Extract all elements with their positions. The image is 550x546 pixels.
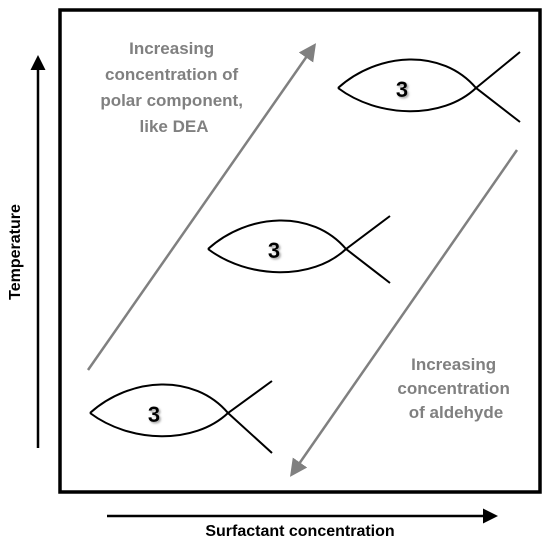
annotation-down-line: of aldehyde	[409, 403, 503, 422]
arrow-increasing-aldehyde	[290, 149, 519, 477]
annotation-up-line: like DEA	[140, 117, 209, 136]
fish-phase-label: 3	[268, 238, 280, 263]
fish-lower-curve	[337, 86, 521, 123]
fish-diagram-low: 3	[89, 380, 273, 454]
annotation-up-line: Increasing	[129, 39, 214, 58]
fish-lower-curve	[89, 411, 273, 454]
annotation-down-line: Increasing	[411, 355, 496, 374]
arrow-increasing-polar-component	[86, 43, 317, 371]
annotation-aldehyde: Increasing concentration of aldehyde	[397, 355, 514, 422]
annotation-up-line: concentration of	[105, 65, 239, 84]
fish-phase-label: 3	[396, 77, 408, 102]
annotation-down-line: concentration	[397, 379, 509, 398]
x-axis-label: Surfactant concentration	[205, 523, 394, 540]
annotation-up-line: polar component,	[100, 91, 243, 110]
fish-upper-curve	[337, 51, 521, 90]
fish-upper-curve	[207, 215, 391, 251]
fish-diagram-high: 3	[337, 51, 521, 123]
fish-phase-label: 3	[148, 402, 160, 427]
fish-diagram-mid: 3	[207, 215, 391, 284]
annotation-polar-component: Increasing concentration of polar compon…	[100, 39, 247, 136]
fish-lower-curve	[207, 247, 391, 284]
plot-frame	[58, 8, 542, 494]
y-axis-label: Temperature	[7, 204, 24, 300]
fish-upper-curve	[89, 380, 273, 415]
